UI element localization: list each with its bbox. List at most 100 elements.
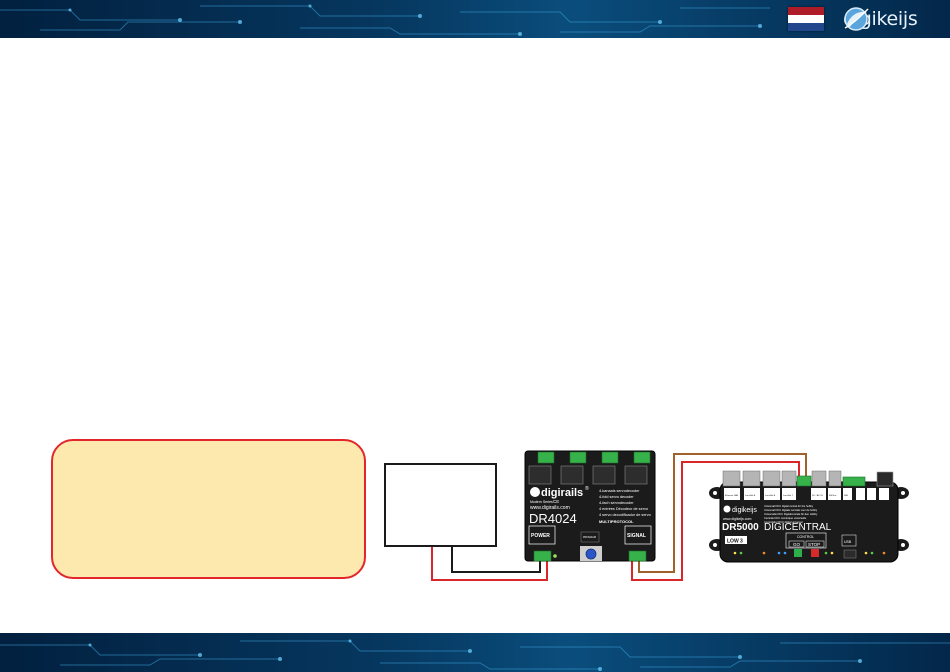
dr5000-control-panel [785,532,827,549]
dr4024-description: 4-kanaals servodecoder 4-fold servo deco… [599,489,651,524]
go-button[interactable] [794,549,802,557]
dr5000-ear-hole-4 [901,543,905,547]
port-tile-1 [724,488,740,500]
dr4024-power-led [553,554,557,558]
dr5000-ear-hole-2 [713,543,717,547]
dr5000-go-box [788,540,805,548]
dr4024-desc-line-5: 4 servo decodificador de servo [599,513,651,517]
port-rs-bus[interactable] [811,470,827,487]
dr5000-led-row [733,551,886,555]
port-tile-3 [764,488,780,500]
port-tile-4 [782,488,796,500]
servo-header-2 [560,465,584,485]
led-5 [783,551,787,555]
port-label-7: S88 [844,495,849,497]
port-tile-7 [843,488,852,500]
flag-stripe-blue [788,23,824,31]
port-label-1: Ethernet LAN [725,494,739,497]
dr5000-control-label: CONTROL [797,535,814,539]
dr5000-desc-line-2: Universal DCC digitale centrale voor de … [764,508,818,512]
power-wires [431,547,548,581]
dr4024-power-terminal[interactable] [533,550,552,562]
dr5000-usb-port[interactable] [843,549,857,559]
digikeijs-logo[interactable]: digikeijs [842,5,918,33]
dr5000-port-labels: Ethernet LAN LocoNet B LocoNet B LocoNet… [724,488,852,500]
led-9 [870,551,874,555]
dr4024-top-terminals [537,451,651,464]
transformer-box [384,463,497,547]
dr5000-switch-tile-3[interactable] [879,488,889,500]
dr5000-switch-tile-1[interactable] [856,488,865,500]
top-banner: digikeijs [0,0,950,38]
dr5000-usb-label: USB [844,540,852,544]
dr5000-module[interactable]: Ethernet LAN LocoNet B LocoNet B LocoNet… [709,470,909,563]
dr5000-desc-line-3: Universelle DCC Digitalzentrale für den … [764,512,818,516]
dr5000-desc-line-1: Universal DCC digital central for the ho… [764,504,814,508]
dr4024-module[interactable]: digirails ® Modern Series CE www.digirai… [524,450,656,562]
dr4024-subtitle: Modern Series [530,500,553,504]
dr4024-brand: digirails [541,487,583,499]
top-terminal-4 [633,451,651,464]
led-2 [739,551,743,555]
circuit-pattern-top [0,4,770,36]
bottom-banner [0,633,950,672]
dr4024-program-box [580,531,600,543]
dr5000-go-label: GO [793,542,801,547]
servo-header-4 [624,465,648,485]
port-label-3: LocoNet B [765,494,776,497]
dr5000-lcd [725,536,747,544]
dr4024-signal-box [624,525,652,545]
dr5000-switch-tile-2[interactable] [867,488,876,500]
power-wire-red [431,547,548,581]
signal-wires [631,453,807,581]
port-tile-2 [744,488,760,500]
dr4024-power-label: POWER [531,533,550,539]
power-wire-black [451,547,541,573]
globe-swoosh-icon [844,7,869,31]
dr5000-stop-box [805,540,825,548]
dr4024-program-button[interactable] [585,548,597,560]
dr4024-desc-line-4: 4 entrées Décodeur de servo [599,507,648,511]
port-label-2: LocoNet B [745,494,756,497]
signal-wire-brown [638,453,807,573]
led-4 [777,551,781,555]
top-terminal-2 [569,451,587,464]
dr5000-lcd-badge: LOW 3 [727,539,743,545]
led-3 [762,551,766,555]
signal-wire-red [631,461,800,581]
top-terminal-3 [601,451,619,464]
note-box [51,439,366,579]
circuit-pattern-bottom [0,639,950,671]
dr5000-model: DR5000 [722,522,759,533]
dr4024-model: DR4024 [529,511,577,526]
dr5000-url: www.digikeijs.com [723,517,751,521]
servo-headers [528,465,648,485]
dr5000-usb-box [841,534,857,547]
port-label-5: DC / AC IN [812,494,823,497]
dr5000-ports [722,470,842,487]
port-label-4: LocoNet T [783,494,794,497]
port-tile-5 [811,488,826,500]
digirails-logo-icon [530,487,540,497]
led-6 [824,551,828,555]
dr5000-track-terminal[interactable] [796,475,812,487]
netherlands-flag-icon[interactable] [788,7,824,31]
port-s88[interactable] [828,470,842,487]
port-loconet-b1[interactable] [742,470,761,487]
port-tile-6 [828,488,841,500]
dr5000-desc-line-5: Controlador DCC digital universal [764,520,803,524]
port-loconet-t[interactable] [781,470,797,487]
dr4024-power-box [528,525,556,545]
dr5000-logo-icon [723,505,731,513]
dr5000-power-terminal[interactable] [842,476,866,487]
dr5000-brand: digikeijs [732,507,757,514]
dr5000-dc-jack[interactable] [876,471,894,487]
dr5000-desc-line-4: Centrale DCC numérique universelle [764,516,807,520]
flag-stripe-red [788,7,824,15]
dr4024-signal-terminal[interactable] [628,550,647,562]
dr4024-program-label: PROGRAM [583,536,596,539]
stop-button[interactable] [811,549,819,557]
port-loconet-b2[interactable] [762,470,781,487]
port-ethernet[interactable] [722,470,741,487]
